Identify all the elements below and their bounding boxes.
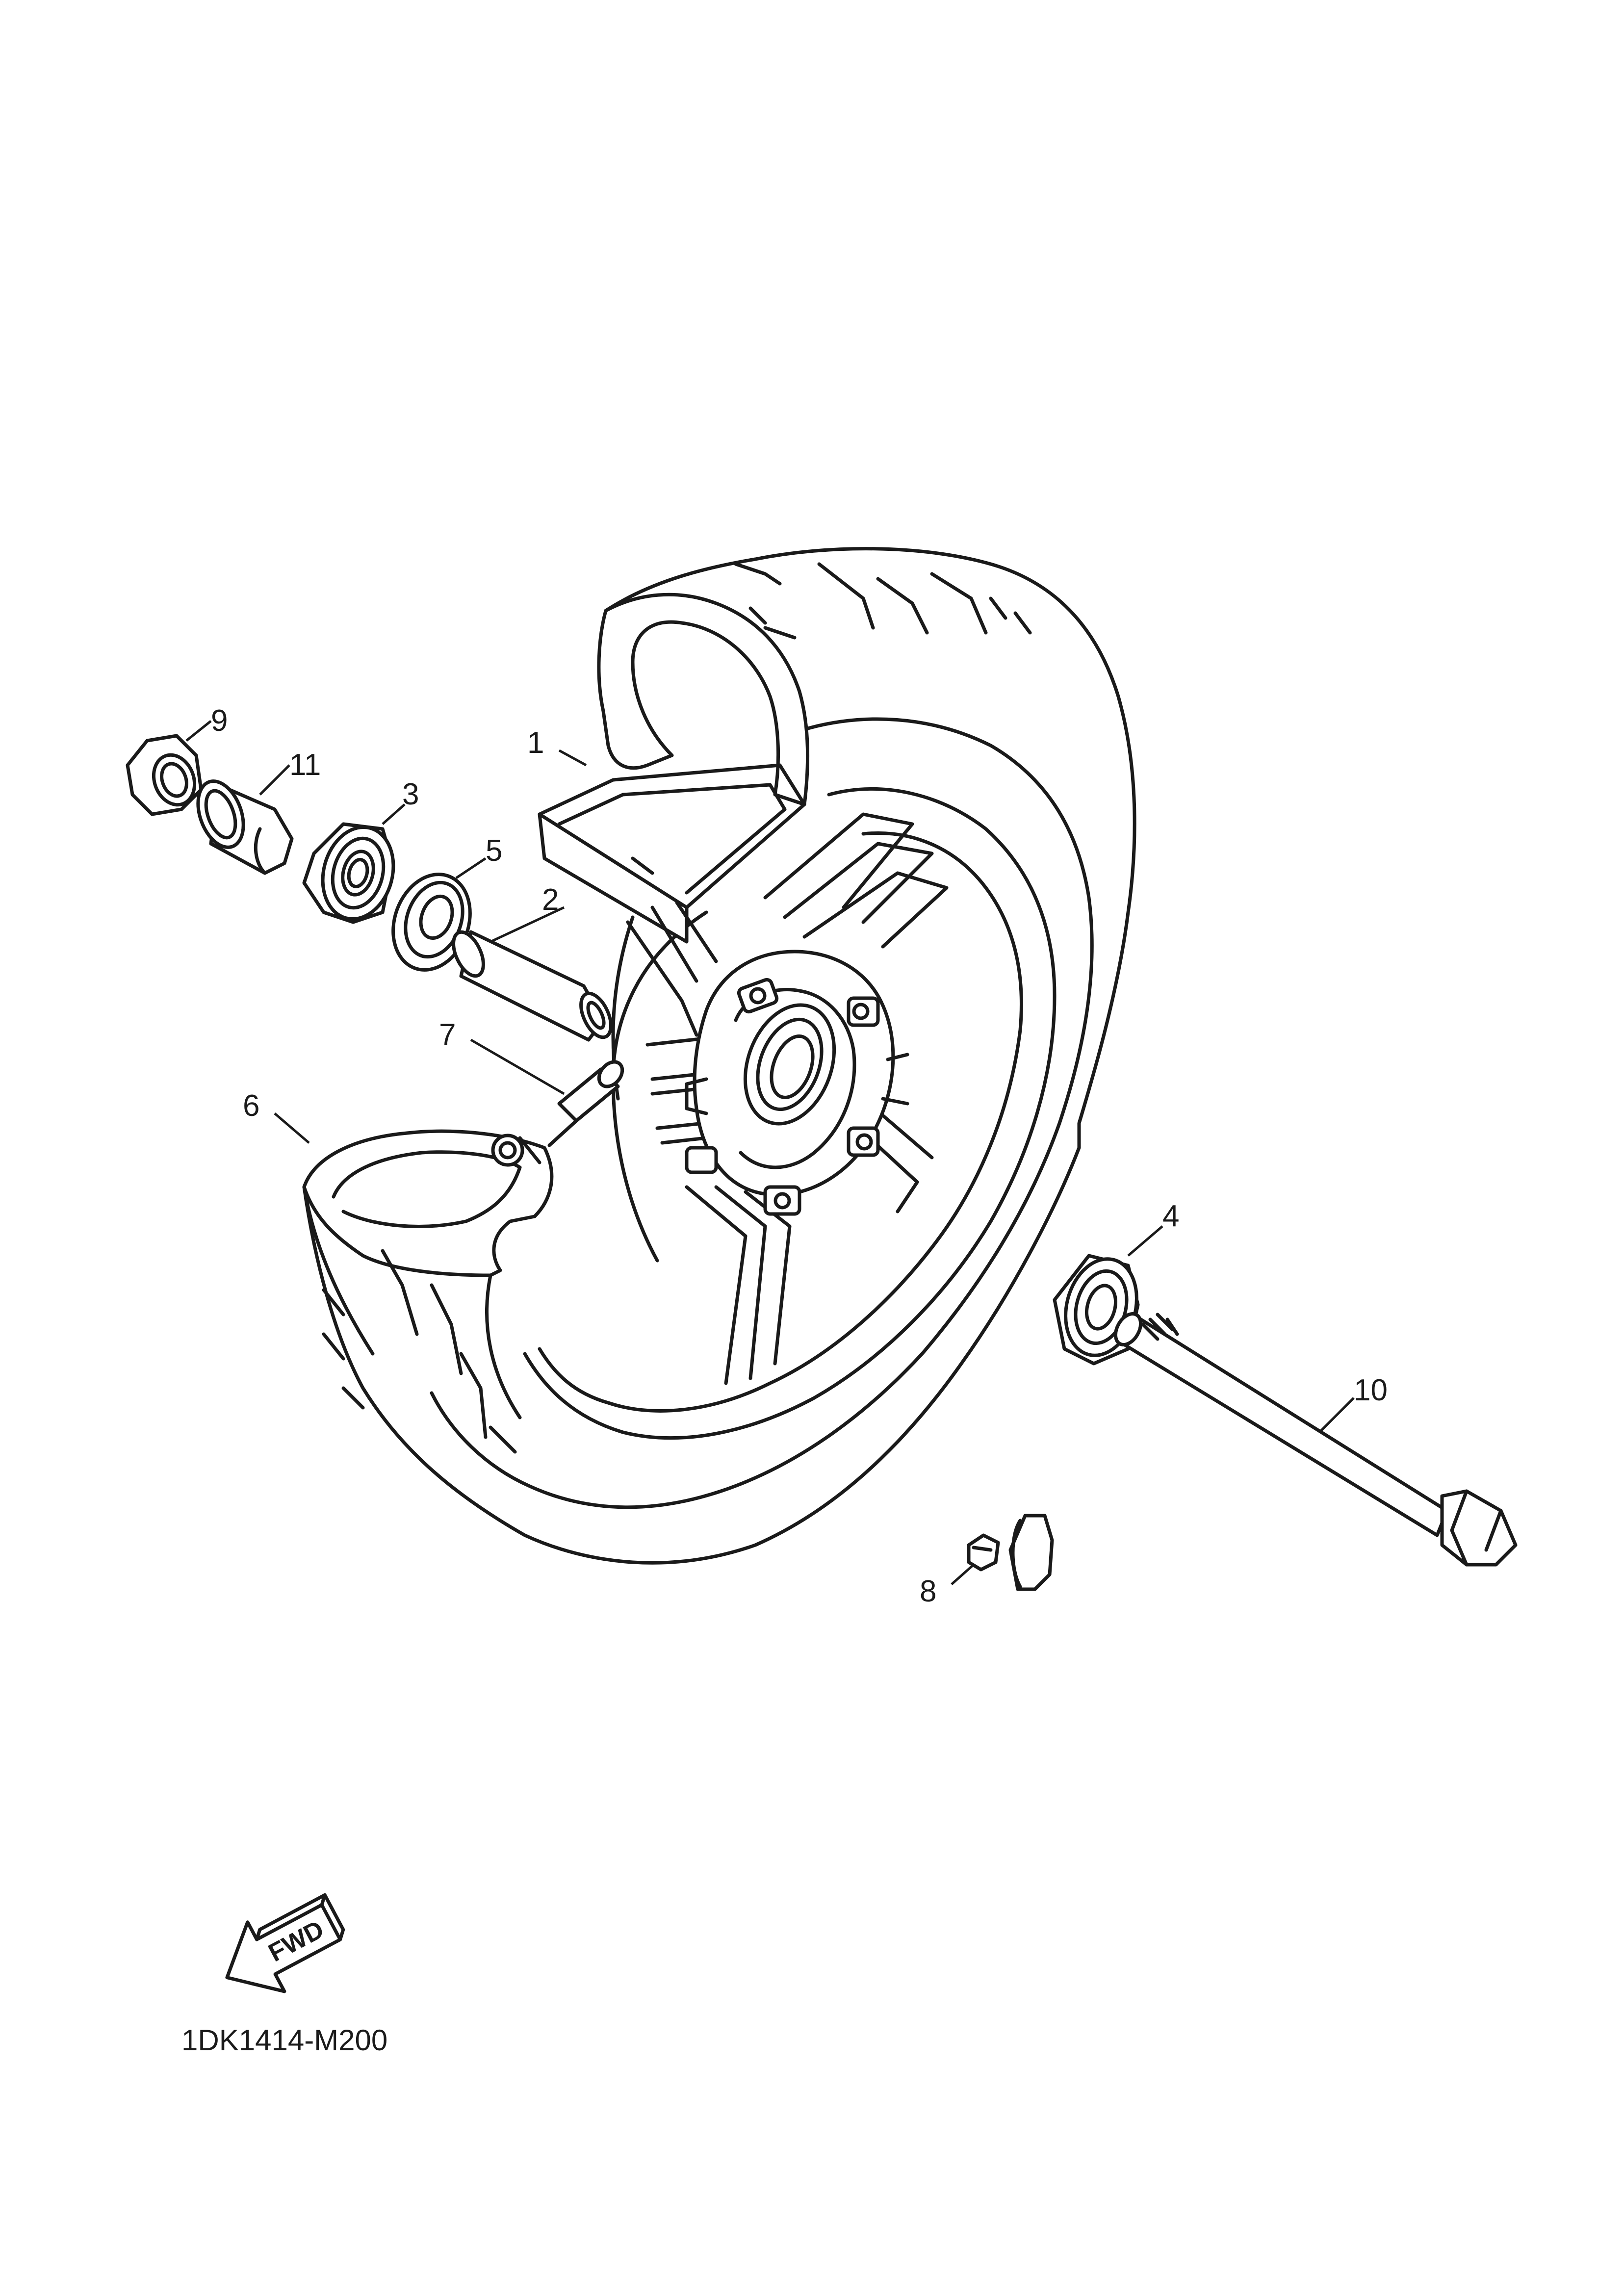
- callout-7: 7: [439, 1018, 456, 1052]
- rim-inner: [538, 831, 1023, 1413]
- part-2-spacer: [452, 930, 613, 1042]
- part-8-balance-weight: [967, 1514, 1054, 1591]
- tire-tread-band: [430, 717, 1094, 1509]
- callout-5: 5: [486, 834, 502, 868]
- diagram-code: 1DK1414-M200: [181, 2024, 387, 2057]
- tread-marks: [322, 562, 1032, 1454]
- hub-bore: [743, 1003, 836, 1126]
- part-3-bearing: [302, 822, 395, 924]
- part-5-oil-seal: [391, 873, 472, 972]
- tire-valve: [491, 1060, 624, 1167]
- rim-edge: [611, 910, 708, 1263]
- part-9-nut: [126, 734, 203, 816]
- callout-11: 11: [289, 748, 321, 782]
- wheel-hub: [685, 950, 909, 1216]
- callout-labels: 1 2 3 4 5 6 7 8 9 10 11: [211, 704, 1388, 1608]
- callout-6: 6: [243, 1089, 259, 1123]
- callout-1: 1: [527, 726, 544, 760]
- callout-3: 3: [402, 777, 419, 811]
- rim-outer: [523, 787, 1057, 1440]
- tire-outer-outline: [302, 547, 1136, 1565]
- tire-cut-face: [538, 812, 689, 944]
- tire-cutaway-top: [597, 593, 810, 806]
- callout-4: 4: [1162, 1199, 1179, 1233]
- fwd-direction-arrow: FWD: [225, 1893, 345, 1993]
- leader-lines: [185, 720, 1355, 1585]
- callout-9: 9: [211, 704, 228, 738]
- part-10-axle: [1113, 1312, 1518, 1567]
- callout-10: 10: [1354, 1373, 1388, 1407]
- callout-8: 8: [920, 1574, 936, 1608]
- front-wheel-assembly: [302, 547, 1136, 1565]
- callout-2: 2: [542, 883, 559, 917]
- part-11-collar: [196, 779, 294, 875]
